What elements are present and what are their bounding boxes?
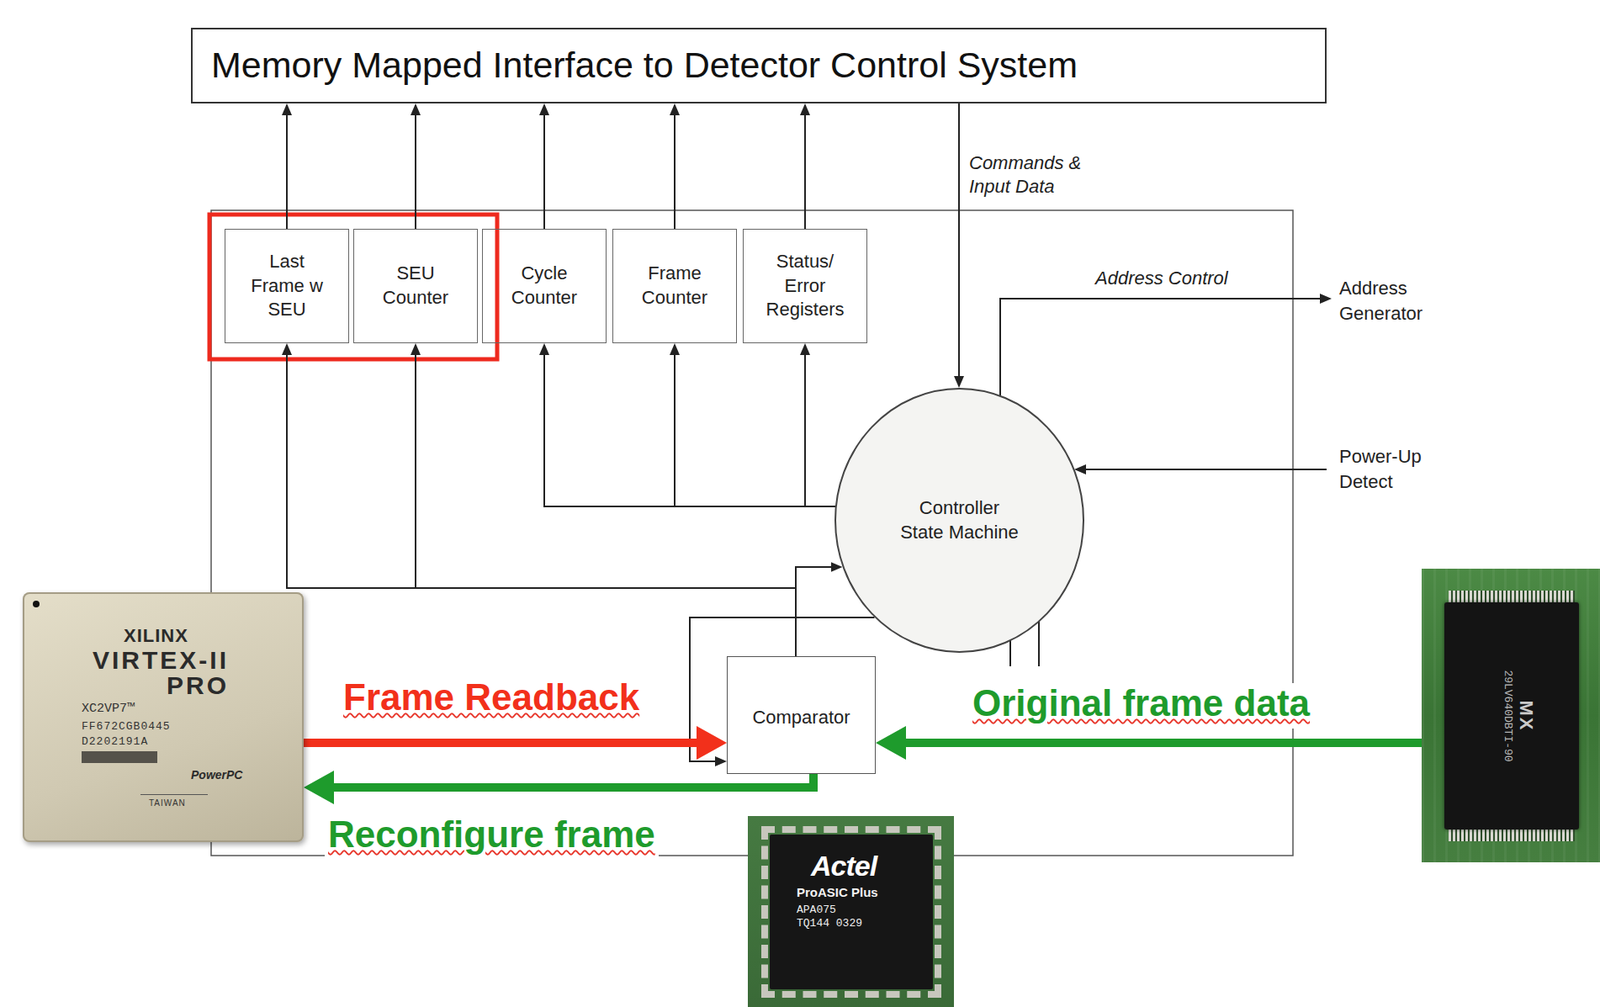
chip-pins xyxy=(1448,827,1575,842)
connector xyxy=(544,353,836,507)
label-holder: Frame Readback xyxy=(339,677,643,723)
register-label: Cycle Counter xyxy=(500,261,589,310)
label-holder: Address Generator xyxy=(1339,275,1457,327)
connector xyxy=(674,353,836,507)
chip-marking: FF672CGB0445 xyxy=(81,720,171,734)
rule-line xyxy=(140,794,208,795)
chip-marking: Actel xyxy=(810,849,877,882)
label-holder: Commands & Input Data xyxy=(969,151,1104,199)
circle-shape xyxy=(835,388,1084,652)
register-box: SEU Counter xyxy=(353,228,478,344)
connector xyxy=(303,738,702,748)
comparator-box: Comparator xyxy=(726,656,876,774)
output-stub xyxy=(1009,637,1012,667)
flow-label: Original frame data xyxy=(969,683,1314,729)
register-label: Frame Counter xyxy=(630,261,719,310)
fpga-chip: XILINXVIRTEX-II PRO XC2VP7™ FF672CGB0445D2… xyxy=(22,592,304,843)
flow-label: Frame Readback xyxy=(339,677,643,723)
chip-marking: ProASIC Plus xyxy=(796,884,879,901)
flash-chip: MX29LV640DBTI-90 xyxy=(1421,568,1600,863)
register-box: Cycle Counter xyxy=(482,228,607,344)
signal-label: Address Control xyxy=(1095,266,1229,291)
highlight-frame xyxy=(209,214,498,360)
signal-name: Power-Up Detect xyxy=(1339,444,1457,495)
address-control-wire xyxy=(1000,298,1320,396)
state-machine-label: Controller State Machine xyxy=(898,496,1022,545)
chip-marking: VIRTEX-II PRO xyxy=(81,647,229,699)
chip-marking-group: MX29LV640DBTI-90 xyxy=(1486,631,1537,800)
label-holder: Power-Up Detect xyxy=(1339,444,1457,495)
output-stub xyxy=(1038,619,1040,667)
interface-bar: Memory Mapped Interface to Detector Cont… xyxy=(190,27,1327,104)
connector xyxy=(958,103,960,378)
connector xyxy=(286,113,288,229)
register-box: Status/ Error Registers xyxy=(742,228,868,344)
connector xyxy=(805,353,836,507)
label-holder: Original frame data xyxy=(969,683,1314,729)
connector xyxy=(795,566,833,657)
connector xyxy=(804,113,806,229)
controller-outline xyxy=(211,210,1293,856)
circle-outline xyxy=(834,387,1085,653)
command-label: Commands & Input Data xyxy=(969,151,1104,199)
comparator-label: Comparator xyxy=(752,705,850,730)
register-label: Last Frame w SEU xyxy=(243,249,331,323)
chip-marking: XILINX xyxy=(123,625,189,647)
connector xyxy=(286,353,796,657)
chip-marking: D2202191A xyxy=(81,735,149,749)
state-machine-circle: Controller State Machine xyxy=(834,387,1085,653)
connector xyxy=(415,353,796,657)
connector xyxy=(328,773,814,788)
chip-marking: APA075 xyxy=(796,903,837,917)
register-label: Status/ Error Registers xyxy=(761,249,849,323)
chip-marking: XC2VP7™ xyxy=(81,701,135,717)
register-box: Last Frame w SEU xyxy=(224,228,350,344)
chip-marking: MX xyxy=(1515,631,1537,800)
register-box: Frame Counter xyxy=(612,228,737,344)
label-holder: Reconfigure frame xyxy=(324,814,659,860)
register-label: SEU Counter xyxy=(371,261,460,310)
actel-chip: ActelProASIC PlusAPA075TQ144 0329 xyxy=(747,815,954,1007)
label-holder: Address Control xyxy=(1095,266,1229,291)
connector xyxy=(414,113,417,229)
interface-title: Memory Mapped Interface to Detector Cont… xyxy=(211,43,1078,88)
pin1-dot xyxy=(32,600,40,608)
block-name: Address Generator xyxy=(1339,275,1457,327)
chip-marking: PowerPC xyxy=(190,767,243,783)
grade-tag xyxy=(81,751,158,763)
flow-label: Reconfigure frame xyxy=(324,814,659,860)
chip-marking: TQ144 0329 xyxy=(796,916,863,931)
connector xyxy=(900,738,1422,748)
chip-marking: 29LV640DBTI-90 xyxy=(1499,631,1516,800)
connector xyxy=(673,113,676,229)
power-up-wire xyxy=(1086,468,1327,471)
connector xyxy=(543,113,546,229)
chip-marking: TAIWAN xyxy=(148,797,186,810)
